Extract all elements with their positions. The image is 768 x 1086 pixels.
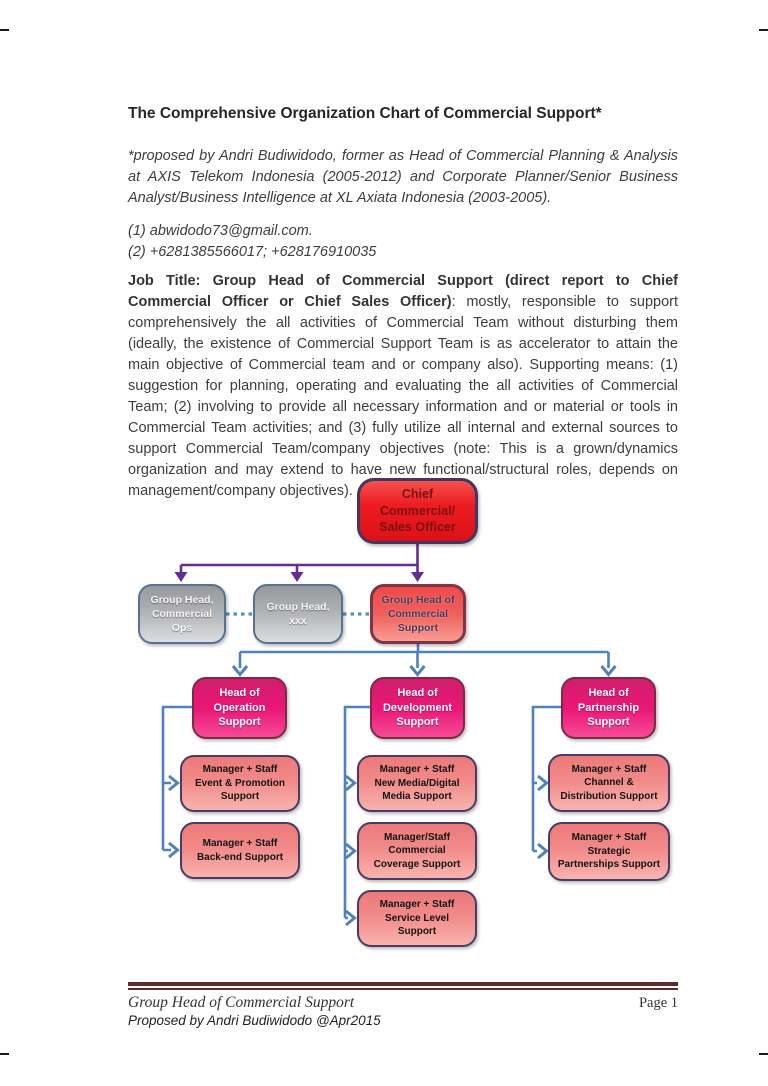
org-box-manager-strategic-partnerships: Manager + Staff Strategic Partnerships S… <box>548 822 670 881</box>
footer-rule-thin <box>128 988 678 990</box>
connector-ghcs-to-heads <box>238 644 610 668</box>
footer-byline: Proposed by Andri Budiwidodo @Apr2015 <box>128 1013 381 1028</box>
footer-left: Group Head of Commercial Support Propose… <box>128 994 381 1029</box>
arrow-down-icon <box>600 665 617 677</box>
page-edge-mark <box>759 29 768 31</box>
connector-operation-managers <box>161 705 192 852</box>
arrow-right-icon <box>537 774 549 792</box>
document-body: The Comprehensive Organization Chart of … <box>128 104 678 502</box>
connector-lines <box>161 544 617 927</box>
org-box-manager-new-media: Manager + Staff New Media/Digital Media … <box>357 755 477 812</box>
arrow-right-icon <box>168 774 180 792</box>
job-description-paragraph: Job Title: Group Head of Commercial Supp… <box>128 271 678 502</box>
org-box-head-development-support: Head of Development Support <box>370 677 465 739</box>
page-edge-mark <box>759 1053 768 1055</box>
contact-phones: (2) +6281385566017; +628176910035 <box>128 243 377 260</box>
arrow-down-icon <box>290 572 304 582</box>
org-box-manager-back-end: Manager + Staff Back-end Support <box>180 822 300 879</box>
org-box-manager-channel-distribution: Manager + Staff Channel & Distribution S… <box>548 754 670 812</box>
org-box-group-head-xxx: Group Head, xxx <box>253 584 343 644</box>
job-title-lead: Job Title: Group Head of Commercial Supp… <box>128 273 678 310</box>
org-box-manager-event-promotion: Manager + Staff Event & Promotion Suppor… <box>180 755 300 812</box>
org-chart: Chief Commercial/ Sales Officer Group He… <box>0 470 768 970</box>
arrow-right-icon <box>345 909 357 927</box>
org-box-head-operation-support: Head of Operation Support <box>192 677 287 739</box>
contact-block: (1) abwidodo73@gmail.com. (2) +628138556… <box>128 221 678 262</box>
intro-paragraph: *proposed by Andri Budiwidodo, former as… <box>128 148 678 206</box>
arrow-right-icon <box>168 841 180 859</box>
page-title: The Comprehensive Organization Chart of … <box>128 105 602 122</box>
connector-chief-to-level2 <box>179 544 419 573</box>
org-box-group-head-commercial-support: Group Head of Commercial Support <box>370 584 466 644</box>
arrow-down-icon <box>231 665 249 677</box>
page-edge-mark <box>0 29 9 31</box>
org-box-group-head-commercial-ops: Group Head, Commercial Ops <box>138 584 226 644</box>
footer-doc-title: Group Head of Commercial Support <box>128 994 355 1011</box>
connector-development-managers <box>343 705 370 920</box>
footer-rule-gap <box>128 986 678 988</box>
footer-rule-thick <box>128 982 678 986</box>
arrow-right-icon <box>345 774 357 792</box>
arrow-down-icon <box>174 572 188 582</box>
org-box-manager-commercial-coverage: Manager/Staff Commercial Coverage Suppor… <box>357 822 477 880</box>
org-box-head-partnership-support: Head of Partnership Support <box>561 677 656 739</box>
page-footer: Group Head of Commercial Support Propose… <box>128 982 678 1029</box>
contact-email: (1) abwidodo73@gmail.com. <box>128 223 313 239</box>
org-box-manager-service-level: Manager + Staff Service Level Support <box>357 890 477 947</box>
job-description-text: : mostly, responsible to support compreh… <box>128 294 678 499</box>
page-edge-mark <box>0 1053 9 1055</box>
arrow-right-icon <box>537 842 549 860</box>
connector-partnership-managers <box>531 705 561 853</box>
arrow-down-icon <box>411 572 424 582</box>
arrow-right-icon <box>345 842 357 860</box>
footer-page-number: Page 1 <box>638 995 678 1011</box>
arrow-down-icon <box>409 665 426 677</box>
org-box-chief-commercial-sales-officer: Chief Commercial/ Sales Officer <box>357 478 478 544</box>
